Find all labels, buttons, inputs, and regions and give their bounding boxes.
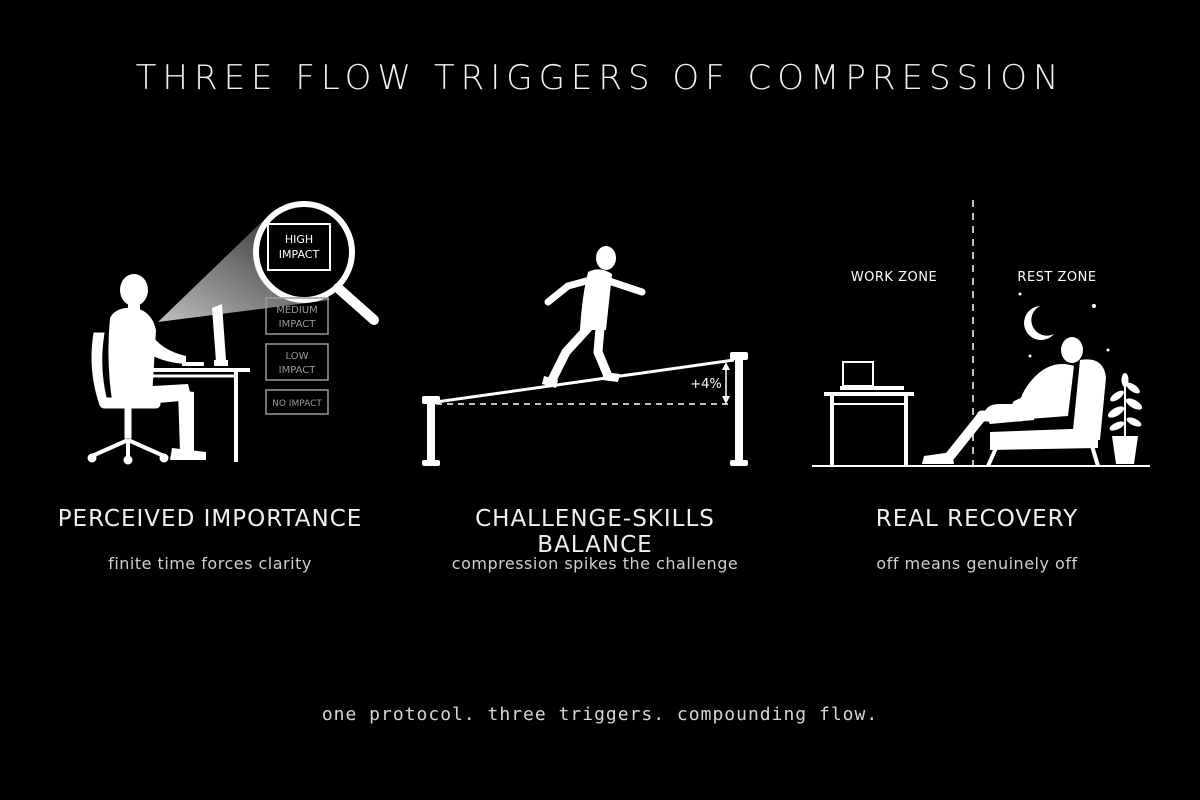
low-impact-line1: LOW	[286, 351, 309, 362]
heading-challenge-skills-balance: CHALLENGE-SKILLS BALANCE	[475, 506, 715, 558]
moon-icon	[1024, 306, 1054, 340]
walking-person	[542, 246, 646, 388]
rest-zone-label: REST ZONE	[1017, 270, 1096, 285]
reclining-person	[922, 337, 1083, 464]
work-zone-label: WORK ZONE	[851, 270, 937, 285]
work-desk	[824, 392, 914, 466]
heading-real-recovery: REAL RECOVERY	[875, 506, 1079, 532]
page-title: THREE FLOW TRIGGERS OF COMPRESSION	[135, 58, 1065, 98]
inclined-rope	[435, 358, 735, 404]
magnifier-icon	[253, 201, 379, 325]
panel-challenge-illustration: +4%	[422, 246, 748, 466]
office-chair	[87, 332, 169, 465]
incline-label: +4%	[690, 377, 722, 392]
heading-perceived-importance: PERCEIVED IMPORTANCE	[57, 506, 363, 532]
seated-person	[108, 274, 206, 460]
subtitle-challenge-skills-balance: compression spikes the challenge	[451, 554, 739, 573]
panel-importance-illustration: HIGH IMPACT MEDIUM IMPACT LOW IMPACT NO …	[87, 201, 379, 465]
low-impact-line2: IMPACT	[279, 365, 317, 376]
desk	[146, 368, 250, 462]
no-impact-label: NO IMPACT	[272, 399, 322, 409]
monitor	[182, 304, 228, 366]
subtitle-perceived-importance: finite time forces clarity	[108, 554, 312, 573]
high-impact-line2: IMPACT	[279, 248, 320, 261]
incline-arrow	[722, 362, 730, 404]
panel-recovery-illustration: WORK ZONE REST ZONE	[812, 200, 1150, 470]
subtitle-real-recovery: off means genuinely off	[876, 554, 1078, 573]
medium-impact-line1: MEDIUM	[276, 305, 318, 316]
impact-boxes	[265, 297, 329, 415]
stars	[1018, 292, 1110, 358]
medium-impact-line2: IMPACT	[279, 319, 317, 330]
armchair	[984, 359, 1106, 467]
potted-plant	[1107, 373, 1143, 464]
rope-posts	[422, 352, 748, 466]
high-impact-line1: HIGH	[285, 233, 313, 246]
footer-tagline: one protocol. three triggers. compoundin…	[321, 704, 879, 725]
laptop-icon	[840, 361, 904, 390]
